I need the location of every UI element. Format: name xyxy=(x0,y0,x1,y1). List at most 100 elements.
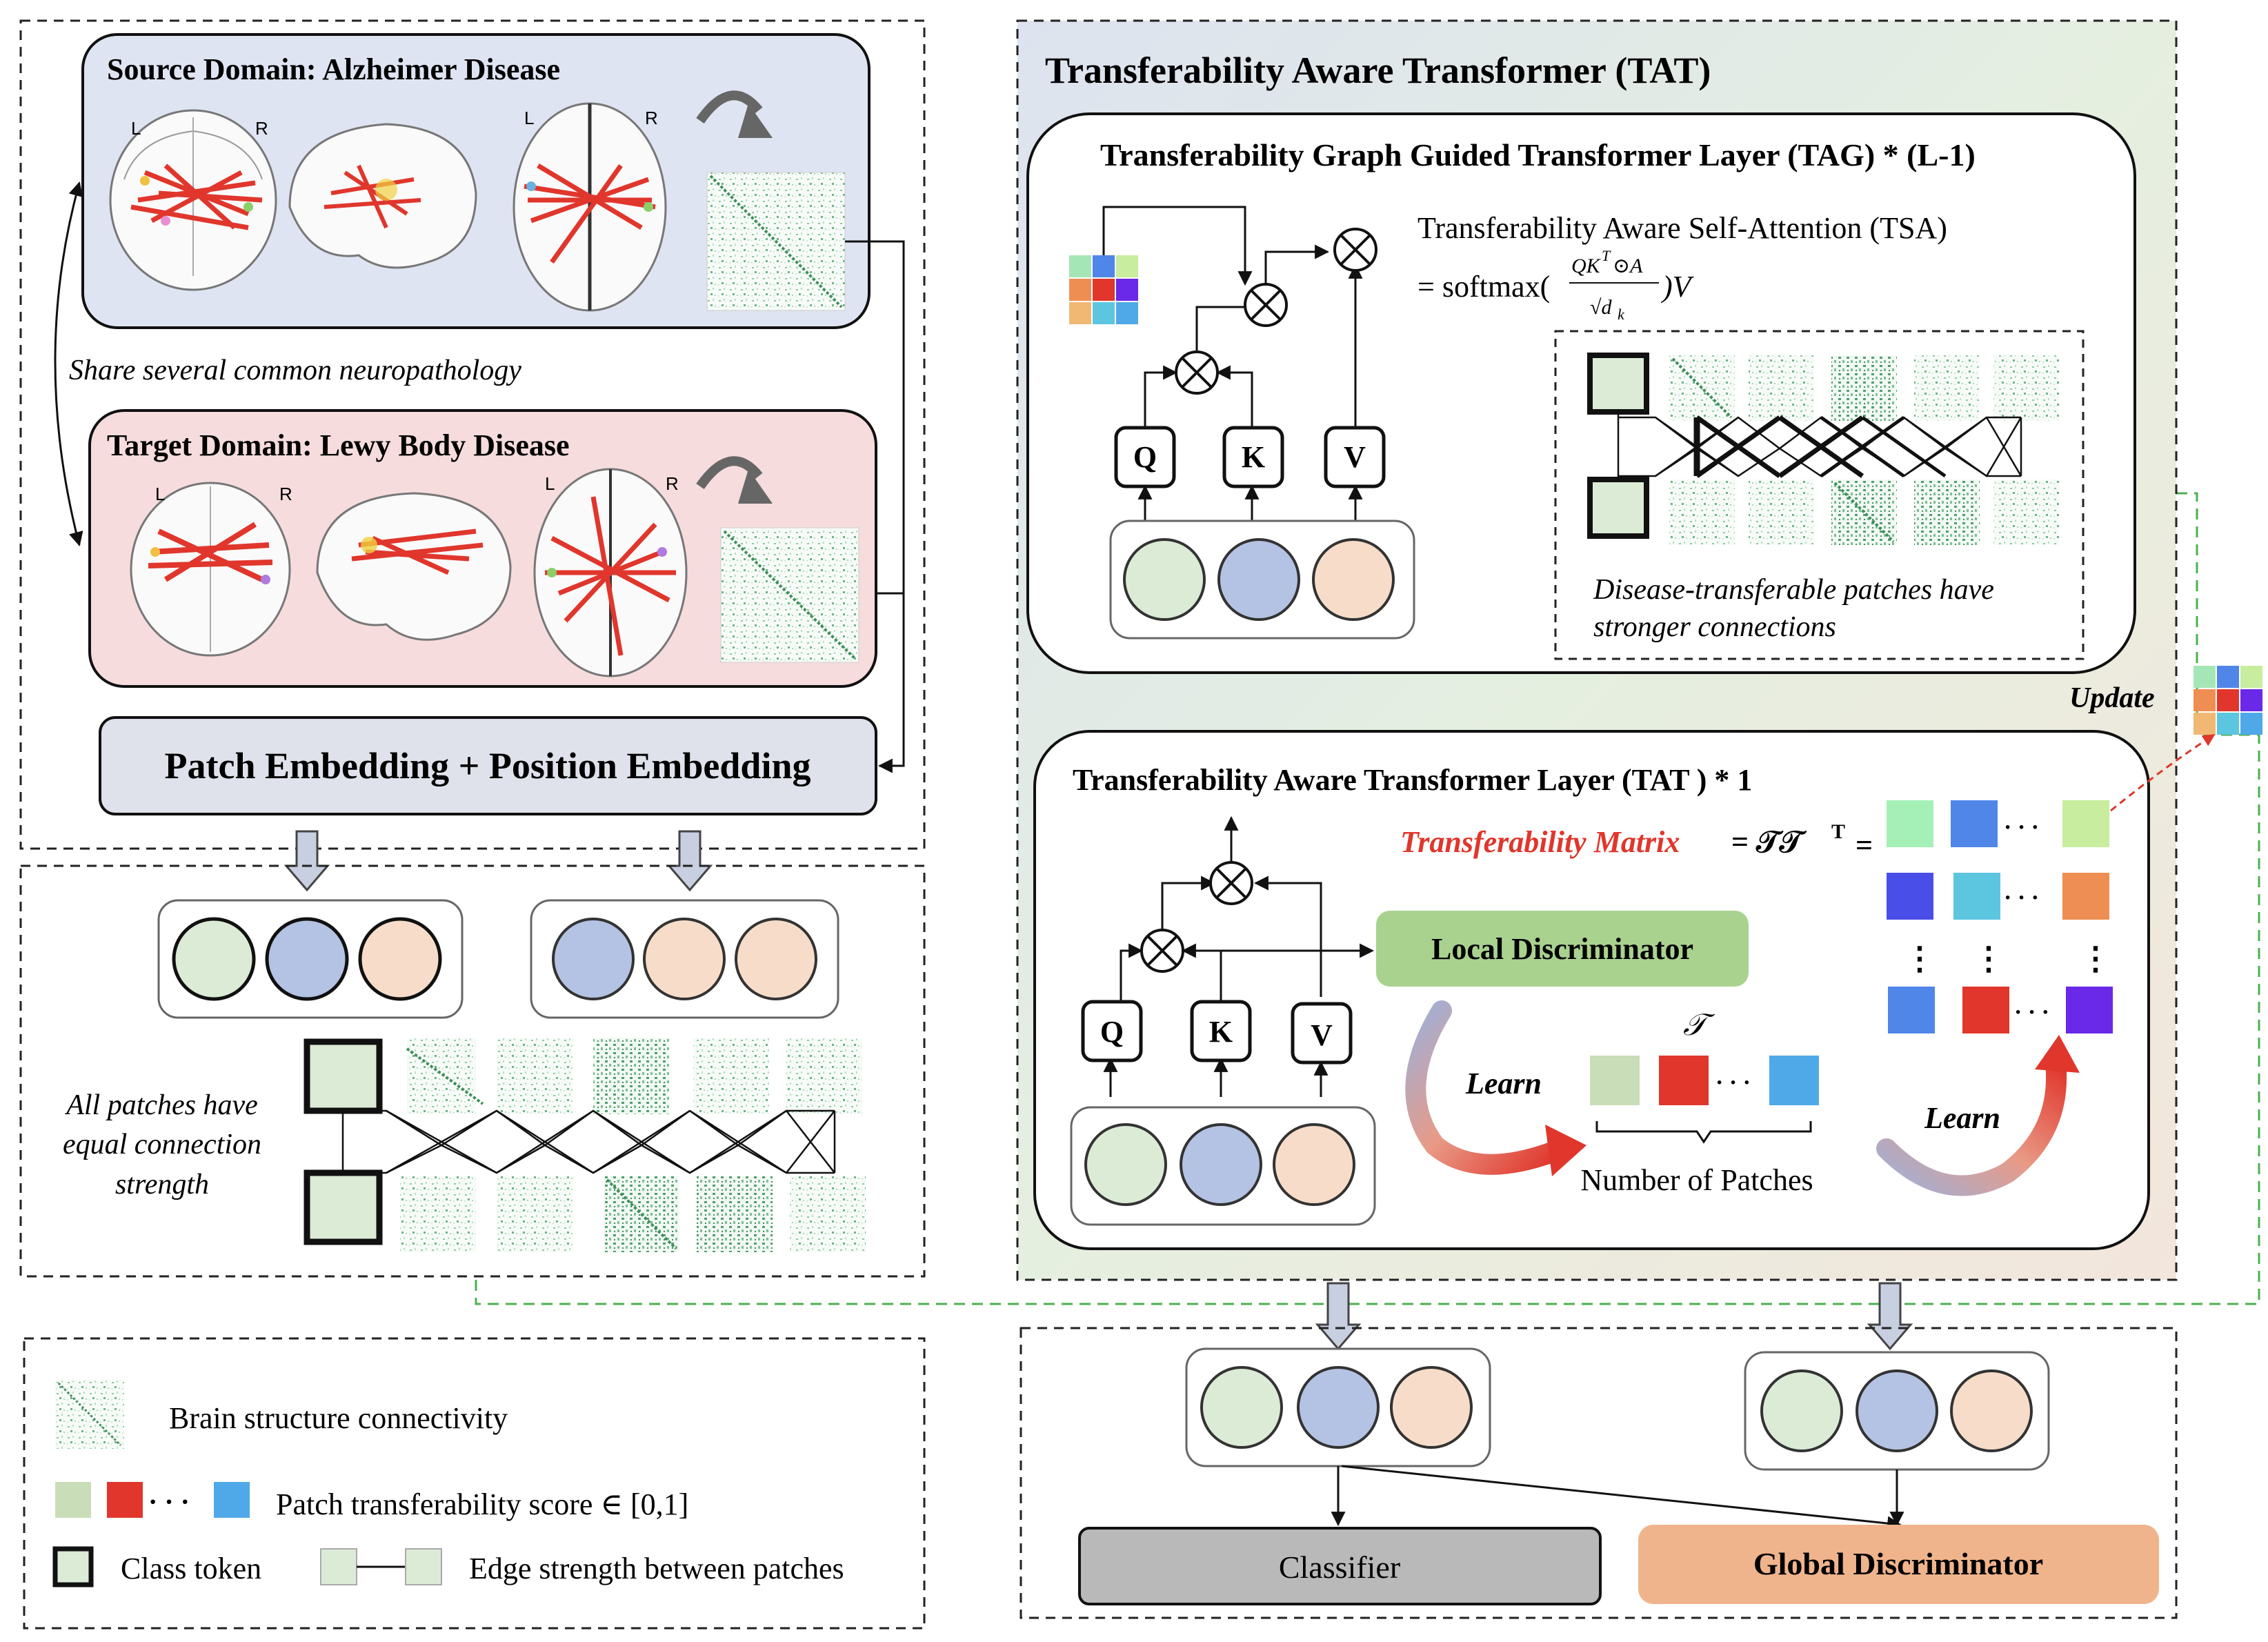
transfer-text-line2: stronger connections xyxy=(1593,611,1836,643)
source-brain-coronal: L R xyxy=(109,109,277,291)
tat-mult-node-1 xyxy=(1140,929,1184,973)
transferable-patches-graph: Disease-transferable patches have strong… xyxy=(1554,330,2085,660)
local-discriminator-label: Local Discriminator xyxy=(1431,932,1693,966)
svg-text:L: L xyxy=(131,118,141,139)
source-brain-sagittal xyxy=(288,123,477,269)
equal-patches-panel xyxy=(19,864,926,1278)
svg-text:L: L xyxy=(524,108,534,128)
tat-layer-box: Transferability Aware Transformer Layer … xyxy=(1033,730,2216,1250)
svg-text:⋮: ⋮ xyxy=(2080,941,2111,976)
target-brain-sagittal xyxy=(316,492,512,641)
svg-text:· · ·: · · · xyxy=(2004,885,2039,911)
update-transferability-grid xyxy=(2194,666,2262,735)
svg-text:R: R xyxy=(279,484,292,504)
tag-q-box: Q xyxy=(1114,426,1176,488)
svg-text:⋮: ⋮ xyxy=(1973,941,2005,976)
legend-brain-text: Brain structure connectivity xyxy=(169,1401,508,1435)
transferability-matrix-grid: · · · · · · ⋮ ⋮ ⋮ · · · xyxy=(1887,800,2113,1033)
tag-v-box: V xyxy=(1324,426,1386,488)
legend-class-token-text: Class token xyxy=(121,1552,261,1585)
shared-neuropathology-text: Share several common neuropathology xyxy=(69,355,521,386)
mult-node-2 xyxy=(1244,283,1288,327)
svg-text:R: R xyxy=(645,108,658,128)
legend-score-green xyxy=(55,1482,91,1518)
local-discriminator-box: Local Discriminator xyxy=(1376,911,1749,987)
svg-text:)V: )V xyxy=(1660,270,1695,304)
tag-token-group xyxy=(1109,520,1415,640)
legend-score-blue xyxy=(214,1482,250,1518)
tat-layer-title: Transferability Aware Transformer Layer … xyxy=(1073,763,1752,797)
svg-text:= softmax(: = softmax( xyxy=(1418,270,1550,304)
equal-connection-graph xyxy=(304,1038,866,1252)
svg-text:k: k xyxy=(1618,306,1625,323)
target-domain-box: Target Domain: Lewy Body Disease L R L R xyxy=(88,409,877,688)
update-label: Update xyxy=(2069,682,2155,714)
source-domain-box: Source Domain: Alzheimer Disease L R L R xyxy=(81,33,871,329)
svg-text:L: L xyxy=(155,484,165,504)
global-discriminator-label: Global Discriminator xyxy=(1753,1546,2043,1581)
legend-class-token xyxy=(52,1546,94,1587)
class-token-top xyxy=(304,1038,383,1114)
legend-panel xyxy=(23,1337,926,1630)
num-patches-label: Number of Patches xyxy=(1580,1163,1813,1197)
class-token-bottom xyxy=(304,1169,383,1245)
svg-text:V: V xyxy=(1344,440,1366,474)
tag-title: Transferability Graph Guided Transformer… xyxy=(1100,137,1976,172)
tag-transferability-grid xyxy=(1069,255,1138,324)
svg-text:⋮: ⋮ xyxy=(1904,941,1936,976)
svg-text:K: K xyxy=(1242,440,1265,474)
patch-embedding-box: Patch Embedding + Position Embedding xyxy=(99,716,877,815)
mult-node-1 xyxy=(1175,350,1219,395)
target-brain-coronal: L R xyxy=(130,482,292,657)
tag-layer-box: Transferability Graph Guided Transformer… xyxy=(1026,112,2136,674)
output-panel xyxy=(1019,1327,2178,1619)
tat-title: Transferability Aware Transformer (TAT) xyxy=(1045,50,1711,91)
svg-text:L: L xyxy=(545,473,555,494)
token-group-right xyxy=(530,899,839,1019)
svg-text:V: V xyxy=(1311,1018,1333,1052)
learn-label-2: Learn xyxy=(1924,1101,2000,1135)
svg-text:⊙A: ⊙A xyxy=(1613,255,1643,277)
legend-score-red xyxy=(107,1482,143,1518)
tat-down-arrows xyxy=(1315,1282,1913,1351)
legend-edge-text: Edge strength between patches xyxy=(469,1552,844,1585)
matrix-equation: = 𝒯𝒯 xyxy=(1731,825,1807,859)
tat-v-box: V xyxy=(1291,1002,1353,1065)
equal-text-line1: All patches have xyxy=(64,1089,258,1121)
transfer-text-line1: Disease-transferable patches have xyxy=(1593,574,1994,606)
svg-text:K: K xyxy=(1209,1015,1233,1049)
svg-text:· · ·: · · · xyxy=(1715,1070,1751,1096)
target-title: Target Domain: Lewy Body Disease xyxy=(107,428,570,462)
tat-mult-node-2 xyxy=(1209,861,1253,905)
equal-text-line3: strength xyxy=(115,1169,209,1200)
learn-label-1: Learn xyxy=(1465,1067,1542,1100)
input-panel xyxy=(19,19,926,850)
tat-q-box: Q xyxy=(1081,1000,1143,1062)
svg-text:· · ·: · · · xyxy=(2014,1000,2049,1025)
t-vector: · · · Number of Patches xyxy=(1580,1056,1819,1197)
svg-text:T: T xyxy=(1602,247,1611,264)
mult-node-3 xyxy=(1333,228,1377,272)
legend-score-text: Patch transferability score ∈ [0,1] xyxy=(276,1487,688,1521)
svg-text:T: T xyxy=(1831,820,1845,843)
svg-text:√d: √d xyxy=(1590,296,1612,319)
tat-token-group xyxy=(1070,1106,1376,1226)
svg-text:Q: Q xyxy=(1100,1015,1124,1049)
tsa-equation: = softmax( QK T ⊙A √d k )V xyxy=(1418,247,1695,323)
legend: Brain structure connectivity · · · Patch… xyxy=(52,1380,844,1587)
equal-text-line2: equal connection xyxy=(63,1129,261,1160)
output-token-group-left xyxy=(1185,1347,1491,1467)
output-token-group-right xyxy=(1744,1351,2050,1471)
classifier-box: Classifier xyxy=(1078,1527,1602,1605)
patch-embedding-label: Patch Embedding + Position Embedding xyxy=(165,745,811,787)
global-discriminator-box: Global Discriminator xyxy=(1638,1525,2159,1604)
svg-text:R: R xyxy=(666,473,679,494)
target-connectivity-matrix xyxy=(720,527,859,663)
svg-text:· · ·: · · · xyxy=(148,1486,190,1517)
embedding-down-arrows xyxy=(284,830,713,892)
svg-text:Q: Q xyxy=(1133,440,1157,474)
classifier-label: Classifier xyxy=(1279,1550,1400,1585)
tag-k-box: K xyxy=(1222,426,1284,488)
target-brain-axial: L R xyxy=(533,468,688,677)
